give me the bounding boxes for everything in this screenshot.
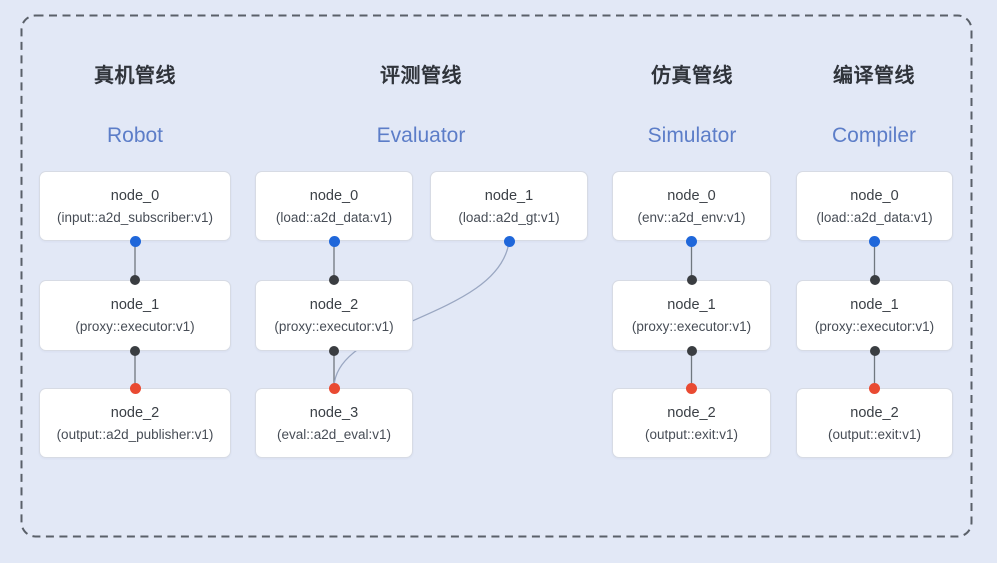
robot-pipeline-title-en: Robot: [106, 124, 164, 147]
node-name: node_2: [667, 404, 716, 421]
evaluator-node-2: node_2 (proxy::executor:v1): [255, 280, 413, 351]
node-type: (proxy::executor:v1): [274, 319, 394, 334]
evaluator-pipeline-title-en: Evaluator: [376, 124, 466, 147]
simulator-node-0: node_0 (env::a2d_env:v1): [612, 171, 771, 241]
robot-node-0-output-port-dot: [129, 235, 141, 247]
node-type: (load::a2d_data:v1): [816, 209, 933, 225]
robot-node-1: node_1 (proxy::executor:v1): [39, 280, 231, 351]
robot-node-0: node_0 (input::a2d_subscriber:v1): [39, 171, 231, 241]
node-name: node_1: [110, 297, 160, 313]
node-type: (proxy::executor:v1): [631, 319, 752, 334]
robot-node-2-input-port-dot: [129, 382, 141, 394]
node-type: (output::exit:v1): [827, 426, 922, 442]
node-name: node_0: [309, 187, 359, 204]
node-name: node_2: [309, 297, 359, 313]
evaluator-node-1: node_1 (load::a2d_gt:v1): [430, 171, 588, 241]
simulator-node-1: node_1 (proxy::executor:v1): [612, 280, 771, 351]
node-name: node_3: [309, 404, 359, 421]
simulator-node-2: node_2 (output::exit:v1): [612, 388, 771, 458]
evaluator-node-2-input-port-dot: [329, 275, 339, 285]
node-type: (load::a2d_gt:v1): [458, 209, 560, 225]
node-name: node_1: [850, 297, 899, 313]
evaluator-pipeline-title-zh: 评测管线: [380, 65, 462, 87]
compiler-node-1: node_1 (proxy::executor:v1): [796, 280, 953, 351]
simulator-node-1-input-port-dot: [686, 275, 697, 285]
node-name: node_2: [850, 404, 899, 421]
compiler-node-2: node_2 (output::exit:v1): [796, 388, 953, 458]
node-type: (proxy::executor:v1): [814, 319, 935, 334]
simulator-pipeline-title-en: Simulator: [647, 124, 737, 147]
compiler-node-0: node_0 (load::a2d_data:v1): [796, 171, 953, 241]
node-name: node_0: [110, 187, 160, 204]
node-name: node_1: [484, 187, 534, 204]
node-type: (input::a2d_subscriber:v1): [56, 209, 214, 225]
simulator-node-2-input-port-dot: [686, 382, 697, 394]
robot-pipeline-title-zh: 真机管线: [94, 65, 176, 87]
node-type: (eval::a2d_eval:v1): [276, 426, 392, 442]
evaluator-node-3-input-port-dot: [328, 382, 340, 394]
simulator-node-1-output-port-dot: [686, 346, 697, 356]
simulator-node-0-output-port-dot: [686, 235, 697, 247]
compiler-node-0-output-port-dot: [869, 235, 880, 247]
compiler-pipeline-title-en: Compiler: [831, 124, 917, 147]
compiler-node-2-input-port-dot: [869, 382, 880, 394]
node-type: (env::a2d_env:v1): [637, 209, 746, 225]
node-name: node_0: [667, 187, 716, 204]
node-name: node_2: [110, 404, 160, 421]
evaluator-node-3: node_3 (eval::a2d_eval:v1): [255, 388, 413, 458]
robot-node-2: node_2 (output::a2d_publisher:v1): [39, 388, 231, 458]
node-type: (output::a2d_publisher:v1): [56, 426, 214, 442]
node-type: (output::exit:v1): [644, 426, 739, 442]
node-name: node_1: [667, 297, 716, 313]
evaluator-node-0: node_0 (load::a2d_data:v1): [255, 171, 413, 241]
evaluator-node-0-output-port-dot: [328, 235, 340, 247]
node-type: (proxy::executor:v1): [75, 319, 195, 334]
robot-node-1-input-port-dot: [130, 275, 140, 285]
simulator-pipeline-title-zh: 仿真管线: [651, 65, 733, 87]
dashed-boundary-frame: [20, 14, 973, 538]
robot-node-1-output-port-dot: [130, 346, 140, 356]
node-name: node_0: [850, 187, 899, 204]
compiler-pipeline-title-zh: 编译管线: [833, 65, 915, 87]
node-type: (load::a2d_data:v1): [275, 209, 393, 225]
evaluator-node-1-output-port-dot: [503, 235, 515, 247]
compiler-node-1-input-port-dot: [869, 275, 880, 285]
compiler-node-1-output-port-dot: [869, 346, 880, 356]
evaluator-node-2-output-port-dot: [329, 346, 339, 356]
